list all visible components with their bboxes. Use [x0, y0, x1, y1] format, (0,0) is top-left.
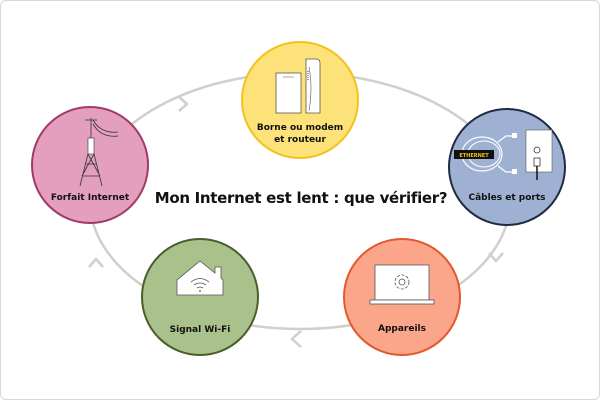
cable-tag: ETHERNET — [459, 153, 489, 159]
node-label: Appareils — [378, 324, 426, 334]
node-internet-plan[interactable]: Forfait Internet — [31, 106, 149, 224]
house-wifi-icon — [176, 260, 224, 296]
node-wifi-signal[interactable]: Signal Wi-Fi — [141, 238, 259, 356]
arrow-down-icon — [488, 252, 504, 263]
page-title: Mon Internet est lent : que vérifier? — [154, 189, 448, 207]
laptop-gear-icon — [369, 264, 435, 305]
modem-router-icon — [275, 58, 321, 114]
node-label: Câbles et ports — [468, 193, 546, 203]
arrow-right-icon — [178, 96, 189, 112]
node-cables-ports[interactable]: ETHERNET Câbles et ports — [448, 108, 566, 226]
arrow-left-icon — [290, 330, 302, 348]
node-label: Forfait Internet — [50, 193, 130, 203]
ethernet-cable-icon: ETHERNET — [454, 129, 553, 180]
node-label: Signal Wi-Fi — [169, 325, 231, 335]
arrow-up-icon — [88, 257, 104, 268]
transmission-tower-icon — [79, 118, 119, 187]
node-devices[interactable]: Appareils — [343, 238, 461, 356]
